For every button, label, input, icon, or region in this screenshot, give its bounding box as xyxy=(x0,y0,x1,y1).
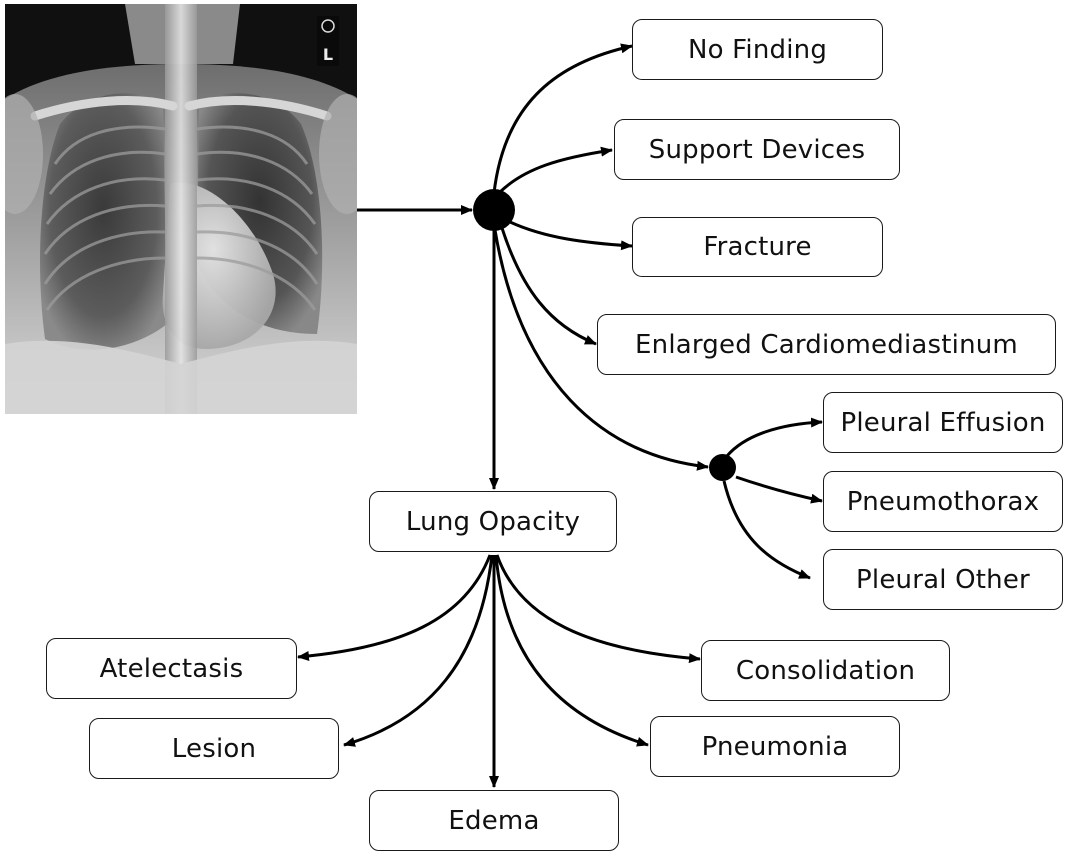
edge-hub-to-fracture xyxy=(510,222,632,246)
xray-marker: L xyxy=(323,45,333,64)
chest-xray-image: L xyxy=(5,4,357,414)
node-no-finding: No Finding xyxy=(632,19,883,80)
node-fracture: Fracture xyxy=(632,217,883,277)
node-pleural-effusion: Pleural Effusion xyxy=(823,392,1063,453)
xray-graphic: L xyxy=(5,4,357,414)
node-lesion: Lesion xyxy=(89,718,339,779)
edge-pleural-to-effusion xyxy=(727,422,822,456)
pleural-hub-node xyxy=(709,454,736,481)
edge-hub-to-support-devices xyxy=(500,150,612,192)
edge-opacity-to-lesion xyxy=(344,555,492,745)
node-atelectasis: Atelectasis xyxy=(46,638,297,699)
main-hub-node xyxy=(473,189,515,231)
node-pleural-other: Pleural Other xyxy=(823,549,1063,610)
node-pneumonia: Pneumonia xyxy=(650,716,900,777)
edge-opacity-to-consolidation xyxy=(497,555,700,659)
node-consolidation: Consolidation xyxy=(701,640,950,701)
edge-pleural-to-pneumothorax xyxy=(736,477,822,501)
node-enlarged-cardiomediastinum: Enlarged Cardiomediastinum xyxy=(597,314,1056,375)
edge-hub-to-enlarged-cardiomediastinum xyxy=(502,228,596,344)
edge-hub-to-no-finding xyxy=(494,46,632,193)
node-edema: Edema xyxy=(369,790,619,851)
node-pneumothorax: Pneumothorax xyxy=(823,471,1063,532)
node-lung-opacity: Lung Opacity xyxy=(369,491,617,552)
edge-pleural-to-other xyxy=(724,481,810,578)
edge-opacity-to-atelectasis xyxy=(298,555,490,657)
node-support-devices: Support Devices xyxy=(614,119,900,180)
edge-opacity-to-pneumonia xyxy=(496,555,648,745)
